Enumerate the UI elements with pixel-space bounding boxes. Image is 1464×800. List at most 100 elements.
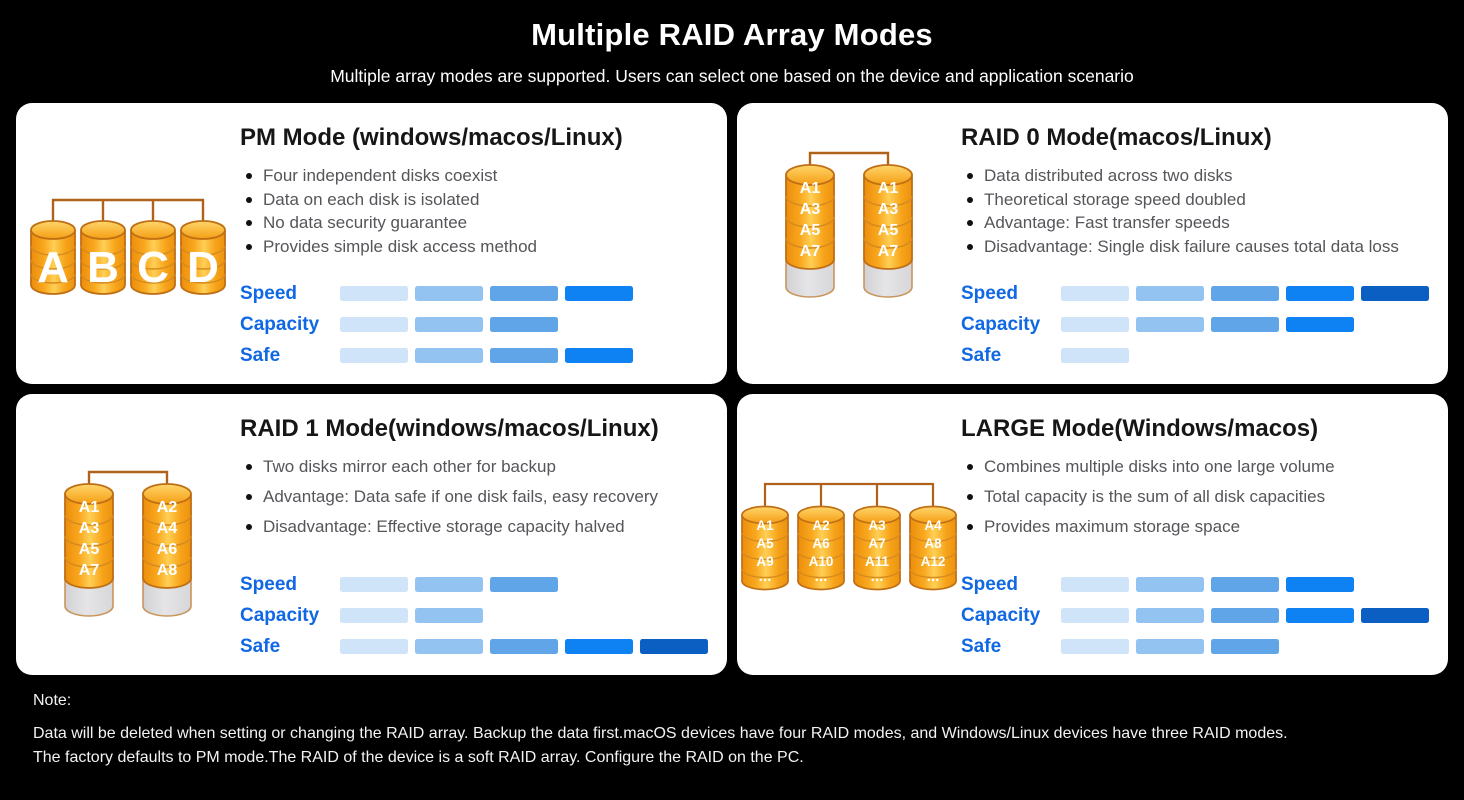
- raid1-disk-illustration: A1 A3 A5 A7 A2 A4 A6 A8: [16, 404, 240, 675]
- disk-block-label: A12: [921, 554, 946, 569]
- card-large-mode: A1 A5 A9 … A2 A6 A10 …: [737, 394, 1448, 675]
- card-title: RAID 1 Mode(windows/macos/Linux): [240, 415, 659, 442]
- rating-label-safe: Safe: [961, 635, 1002, 657]
- rating-segment: [490, 317, 558, 332]
- bullet-item: Provides simple disk access method: [240, 235, 713, 259]
- card-pm-mode: A B C D: [16, 103, 727, 384]
- rating-row-capacity: Capacity: [961, 313, 1434, 336]
- rating-segment: [490, 577, 558, 592]
- rating-row-capacity: Capacity: [240, 604, 713, 627]
- disk-cylinder: A: [30, 219, 76, 295]
- disk-block-label: A6: [812, 536, 830, 551]
- rating-segment: [340, 286, 408, 301]
- ratings: Speed Capacity Safe: [240, 573, 713, 658]
- disk-cylinder: A1 A3 A5 A7: [64, 482, 114, 617]
- disk-block-label: A5: [878, 222, 899, 239]
- rating-segment: [1061, 639, 1129, 654]
- disk-block-label: A3: [79, 520, 100, 537]
- rating-segment: [340, 317, 408, 332]
- disk-block-label: A9: [756, 554, 773, 569]
- rating-segment: [1136, 608, 1204, 623]
- rating-segment: [340, 348, 408, 363]
- note-label: Note:: [33, 692, 72, 709]
- rating-row-safe: Safe: [240, 635, 713, 658]
- bullet-item: Provides maximum storage space: [961, 515, 1434, 539]
- disk-cylinder: A2 A4 A6 A8: [142, 482, 192, 617]
- rating-label-safe: Safe: [961, 344, 1002, 366]
- disk-block-label: A1: [800, 180, 821, 197]
- rating-label-speed: Speed: [240, 282, 298, 304]
- raid0-disk-illustration: A1 A3 A5 A7 A1 A3 A5 A7: [737, 103, 961, 366]
- card-content: RAID 0 Mode(macos/Linux) Data distribute…: [961, 103, 1448, 384]
- disk-cylinder: B: [80, 219, 126, 295]
- safe-bar: [340, 639, 708, 654]
- large-disk-illustration: A1 A5 A9 … A2 A6 A10 …: [737, 394, 961, 675]
- rating-segment: [1211, 639, 1279, 654]
- two-tall-disks-icon: A1 A3 A5 A7 A1 A3 A5 A7: [785, 151, 913, 298]
- disk-block-label: …: [758, 569, 772, 584]
- disk-letter: B: [87, 243, 119, 292]
- rating-segment: [1136, 317, 1204, 332]
- bullet-item: Disadvantage: Single disk failure causes…: [961, 235, 1434, 259]
- rating-label-capacity: Capacity: [240, 313, 320, 335]
- rating-segment: [1211, 608, 1279, 623]
- rating-row-capacity: Capacity: [961, 604, 1434, 627]
- rating-segment: [1286, 608, 1354, 623]
- connector-line: [808, 151, 890, 165]
- rating-segment: [1211, 577, 1279, 592]
- rating-segment: [565, 639, 633, 654]
- disk-block-label: A2: [812, 518, 829, 533]
- rating-segment: [565, 286, 633, 301]
- bullet-item: Advantage: Data safe if one disk fails, …: [240, 485, 713, 509]
- ratings: Speed Capacity Safe: [961, 573, 1434, 658]
- ratings: Speed Capacity Safe: [240, 282, 713, 367]
- disk-block-label: A8: [157, 562, 178, 579]
- card-title: PM Mode (windows/macos/Linux): [240, 124, 623, 151]
- rating-label-speed: Speed: [961, 282, 1019, 304]
- bullet-item: Theoretical storage speed doubled: [961, 188, 1434, 212]
- rating-label-capacity: Capacity: [240, 604, 320, 626]
- disk-block-label: …: [814, 569, 828, 584]
- disk-cylinder: A3 A7 A11 …: [853, 505, 901, 590]
- rating-label-safe: Safe: [240, 635, 281, 657]
- speed-bar: [1061, 286, 1429, 301]
- bullet-item: Combines multiple disks into one large v…: [961, 455, 1434, 479]
- bullet-item: Two disks mirror each other for backup: [240, 455, 713, 479]
- disk-cylinder: A1 A5 A9 …: [741, 505, 789, 590]
- bullet-item: Data distributed across two disks: [961, 164, 1434, 188]
- capacity-bar: [1061, 317, 1354, 332]
- capacity-bar: [340, 317, 558, 332]
- rating-segment: [1286, 286, 1354, 301]
- rating-label-capacity: Capacity: [961, 313, 1041, 335]
- rating-segment: [415, 577, 483, 592]
- bullet-list: Four independent disks coexist Data on e…: [240, 164, 713, 258]
- capacity-bar: [340, 608, 483, 623]
- connector-line: [51, 198, 205, 221]
- rating-segment: [415, 286, 483, 301]
- card-content: RAID 1 Mode(windows/macos/Linux) Two dis…: [240, 394, 727, 675]
- rating-row-safe: Safe: [961, 344, 1434, 367]
- speed-bar: [340, 577, 558, 592]
- rating-segment: [1061, 577, 1129, 592]
- rating-segment: [1061, 348, 1129, 363]
- rating-segment: [1361, 608, 1429, 623]
- four-disks-abcd-icon: A B C D: [30, 198, 226, 295]
- disk-block-label: A4: [924, 518, 942, 533]
- rating-segment: [1361, 286, 1429, 301]
- disk-block-label: A6: [157, 541, 178, 558]
- rating-segment: [490, 348, 558, 363]
- rating-segment: [490, 639, 558, 654]
- note-section: Note: Data will be deleted when setting …: [33, 689, 1464, 771]
- bullet-list: Combines multiple disks into one large v…: [961, 455, 1434, 545]
- card-content: LARGE Mode(Windows/macos) Combines multi…: [961, 394, 1448, 675]
- rating-label-speed: Speed: [961, 573, 1019, 595]
- rating-segment: [1061, 608, 1129, 623]
- disk-block-label: A1: [756, 518, 774, 533]
- card-raid0-mode: A1 A3 A5 A7 A1 A3 A5 A7 RAID 0 Mode(: [737, 103, 1448, 384]
- four-disks-numbered-icon: A1 A5 A9 … A2 A6 A10 …: [741, 482, 957, 590]
- rating-segment: [415, 608, 483, 623]
- rating-row-capacity: Capacity: [240, 313, 713, 336]
- bullet-list: Two disks mirror each other for backup A…: [240, 455, 713, 545]
- card-raid1-mode: A1 A3 A5 A7 A2 A4 A6 A8 RAID 1 Mode(: [16, 394, 727, 675]
- rating-segment: [1211, 317, 1279, 332]
